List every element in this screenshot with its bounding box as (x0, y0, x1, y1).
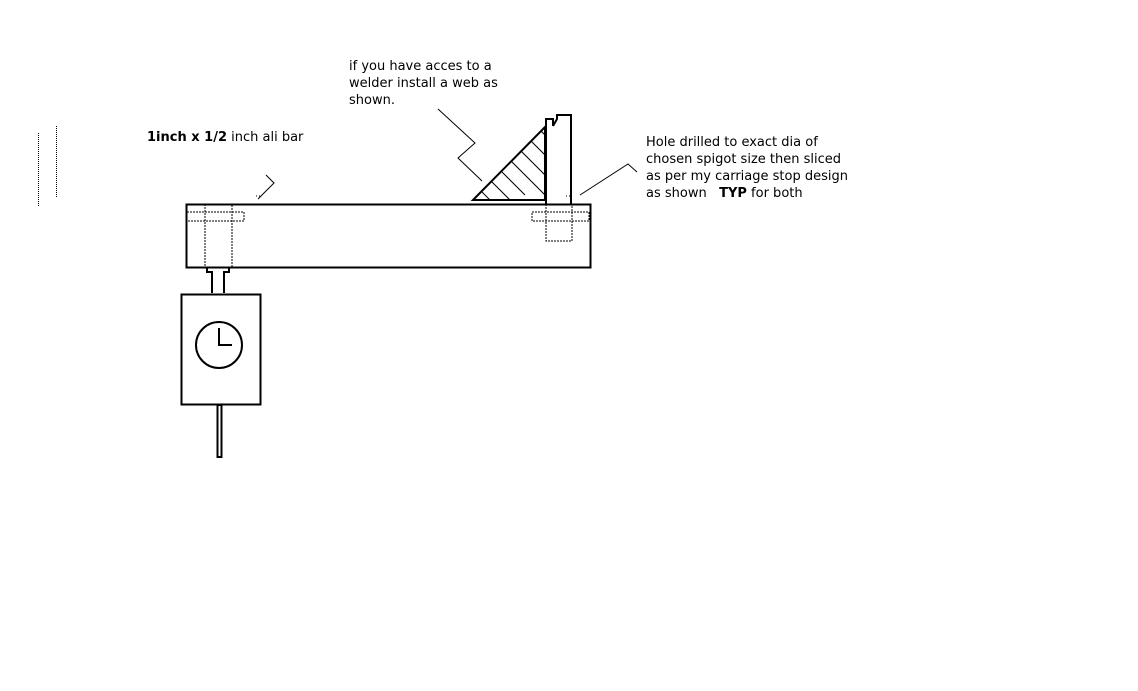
hole-note-line: as per my carriage stop design (646, 169, 848, 184)
hole-note-line: chosen spigot size then sliced (646, 152, 841, 167)
hole-note-line: Hole drilled to exact dia of (646, 135, 818, 150)
web-note-line: welder install a web as (349, 76, 498, 91)
right-spigot-hidden (531, 204, 590, 242)
bar-size-prefix: 1inch x 1/2 (147, 130, 227, 145)
clock-icon (195, 321, 243, 369)
hole-note-last-suffix: for both (746, 186, 803, 201)
margin-marks (38, 126, 57, 206)
hole-note-last-prefix: as shown (646, 186, 720, 201)
bar-size-label: 1inch x 1/2 inch ali bar (147, 129, 303, 146)
bar-size-suffix: inch ali bar (227, 130, 304, 145)
web-note: if you have acces to a welder install a … (349, 58, 498, 109)
ali-bar (185, 203, 592, 269)
upright-post (545, 114, 572, 204)
hole-note-last-line: as shown TYP for both (646, 185, 848, 202)
web-note-line: shown. (349, 93, 395, 108)
hole-note-typ: TYP (719, 186, 747, 201)
dial-indicator-body (180, 293, 262, 406)
hole-note-leader (579, 163, 638, 196)
indicator-neck (206, 268, 230, 293)
web-note-leader (437, 108, 483, 182)
bar-label-leader (257, 174, 275, 200)
hole-note: Hole drilled to exact dia of chosen spig… (646, 134, 848, 202)
indicator-probe (216, 404, 223, 458)
web-note-line: if you have acces to a (349, 59, 492, 74)
left-bolt-hidden (186, 204, 245, 268)
